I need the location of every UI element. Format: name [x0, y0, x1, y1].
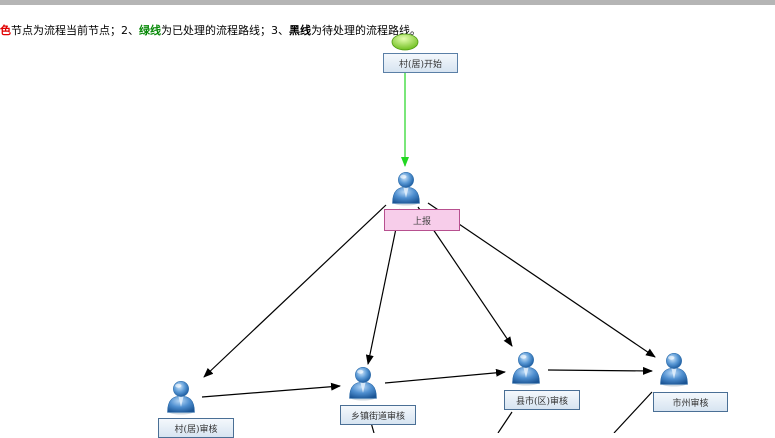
village-review-person-icon[interactable] [167, 380, 195, 416]
flow-legend: 色节点为流程当前节点；2、绿线为已处理的流程路线；3、黑线为待处理的流程路线。 [0, 22, 421, 38]
node-start[interactable]: 村(居)开始 [383, 53, 458, 73]
pending-line-city-down [613, 391, 653, 433]
township-review-person-icon[interactable] [349, 366, 377, 402]
pending-line-report-to-city [427, 202, 656, 358]
legend-text-3: 为待处理的流程路线。 [311, 24, 421, 37]
legend-green-line: 绿线 [139, 24, 161, 37]
pending-line-village-to-township [201, 382, 341, 398]
node-county-review[interactable]: 县市(区)审核 [504, 390, 580, 410]
green-start-icon[interactable] [391, 33, 419, 51]
pending-line-county-down [497, 411, 513, 433]
legend-black-line: 黑线 [289, 24, 311, 37]
node-report-current[interactable]: 上报 [384, 209, 460, 231]
pending-line-report-to-township [365, 208, 401, 365]
pending-line-county-to-city [547, 366, 653, 375]
legend-text-2: 为已处理的流程路线；3、 [161, 24, 289, 37]
legend-text-1: 节点为流程当前节点；2、 [11, 24, 139, 37]
top-bar [0, 0, 775, 5]
pending-line-report-to-village [203, 204, 387, 378]
legend-current-node-color: 色 [0, 24, 11, 37]
county-review-person-icon[interactable] [512, 351, 540, 387]
node-city-review[interactable]: 市州审核 [653, 392, 728, 412]
node-village-review[interactable]: 村(居)审核 [158, 418, 234, 438]
node-township-review[interactable]: 乡镇街道审核 [340, 405, 416, 425]
report-person-icon[interactable] [392, 171, 420, 207]
city-review-person-icon[interactable] [660, 352, 688, 388]
pending-line-township-to-county [384, 368, 506, 384]
